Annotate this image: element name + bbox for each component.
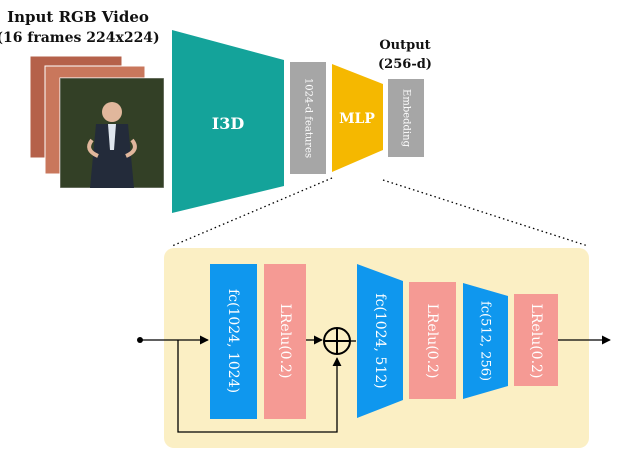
embedding-label: Embedding [401, 89, 412, 148]
fc3-block [463, 283, 508, 399]
video-frame-front [59, 77, 165, 189]
fc2-label: fc(1024, 512) [372, 293, 388, 388]
fc1-block [210, 264, 257, 419]
fc2-block [357, 264, 403, 418]
mlp-block [332, 64, 383, 172]
output-title-line2: (256-d) [378, 57, 432, 72]
video-frames-stack [29, 55, 165, 189]
lrelu1-block [264, 264, 306, 419]
input-title-line2: (16 frames 224x224) [0, 30, 160, 46]
fc3-label: fc(512, 256) [478, 301, 493, 381]
lrelu3-block [514, 294, 558, 386]
sum-node-icon [323, 327, 351, 355]
input-title-line1: Input RGB Video [7, 8, 149, 26]
lrelu3-label: LRelu(0.2) [528, 304, 544, 379]
features-label: 1024-d features [303, 78, 314, 158]
fc1-label: fc(1024, 1024) [225, 289, 241, 393]
i3d-label: I3D [212, 114, 245, 133]
zoom-line-right [382, 179, 589, 247]
i3d-block [172, 30, 284, 213]
mlp-label: MLP [339, 111, 375, 127]
lrelu2-block [409, 282, 456, 399]
skip-connection [177, 340, 342, 433]
embedding-box [388, 79, 424, 157]
lrelu1-label: LRelu(0.2) [277, 304, 293, 379]
lrelu2-label: LRelu(0.2) [424, 304, 440, 379]
output-title-line1: Output [379, 38, 430, 53]
features-box [290, 62, 326, 174]
zoom-line-left [171, 177, 333, 247]
